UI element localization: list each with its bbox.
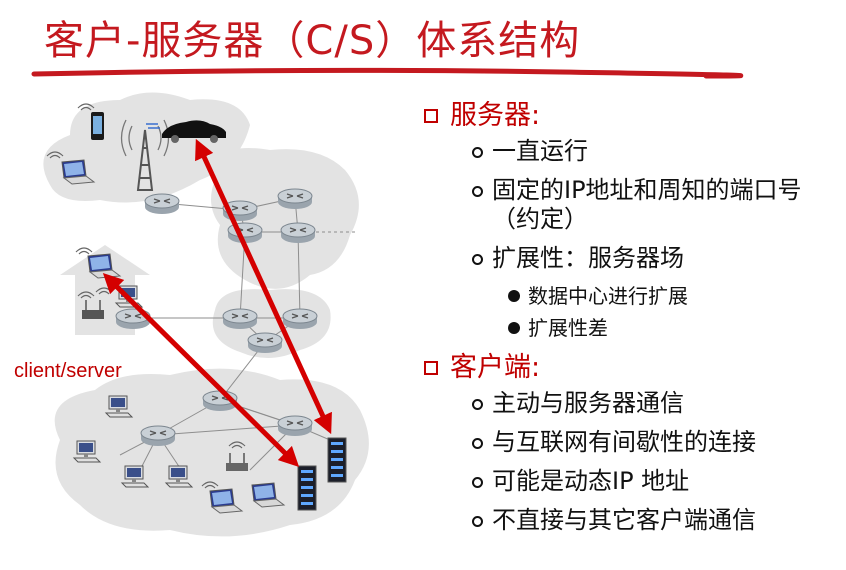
square-bullet-icon bbox=[424, 361, 438, 375]
circle-bullet-icon bbox=[472, 399, 483, 410]
sub-list-item: 扩展性差 bbox=[508, 315, 844, 341]
smartphone-icon bbox=[77, 103, 104, 140]
client-heading: 客户端: bbox=[424, 347, 844, 389]
list-item: 主动与服务器通信 bbox=[472, 389, 844, 418]
server-heading: 服务器: bbox=[424, 95, 844, 137]
list-item: 一直运行 bbox=[472, 137, 844, 166]
list-item: 固定的IP地址和周知的端口号（约定） bbox=[472, 176, 844, 234]
server-section: 服务器: 一直运行 固定的IP地址和周知的端口号（约定） 扩展性：服务器场 数据… bbox=[424, 95, 844, 341]
circle-bullet-icon bbox=[472, 438, 483, 449]
circle-bullet-icon bbox=[472, 516, 483, 527]
client-section: 客户端: 主动与服务器通信 与互联网有间歇性的连接 可能是动态IP 地址 不直接… bbox=[424, 347, 844, 535]
slide-title: 客户-服务器（C/S）体系结构 bbox=[44, 18, 581, 64]
list-item: 可能是动态IP 地址 bbox=[472, 467, 844, 496]
list-item: 扩展性：服务器场 bbox=[472, 244, 844, 273]
numbered-circle-bullet-icon bbox=[508, 322, 520, 334]
sub-list-item: 数据中心进行扩展 bbox=[508, 283, 844, 309]
client-server-arrows bbox=[102, 138, 332, 468]
square-bullet-icon bbox=[424, 109, 438, 123]
numbered-circle-bullet-icon bbox=[508, 290, 520, 302]
circle-bullet-icon bbox=[472, 477, 483, 488]
circle-bullet-icon bbox=[472, 147, 483, 158]
home-router-icon bbox=[77, 291, 104, 319]
list-item: 不直接与其它客户端通信 bbox=[472, 506, 844, 535]
bullet-list: 服务器: 一直运行 固定的IP地址和周知的端口号（约定） 扩展性：服务器场 数据… bbox=[424, 95, 844, 545]
circle-bullet-icon bbox=[472, 186, 483, 197]
list-item: 与互联网有间歇性的连接 bbox=[472, 428, 844, 457]
circle-bullet-icon bbox=[472, 254, 483, 265]
client-server-label: client/server bbox=[14, 360, 122, 382]
network-diagram bbox=[43, 92, 369, 537]
title-underline bbox=[31, 67, 743, 79]
car-icon bbox=[146, 120, 226, 143]
cell-tower-icon bbox=[120, 119, 170, 191]
